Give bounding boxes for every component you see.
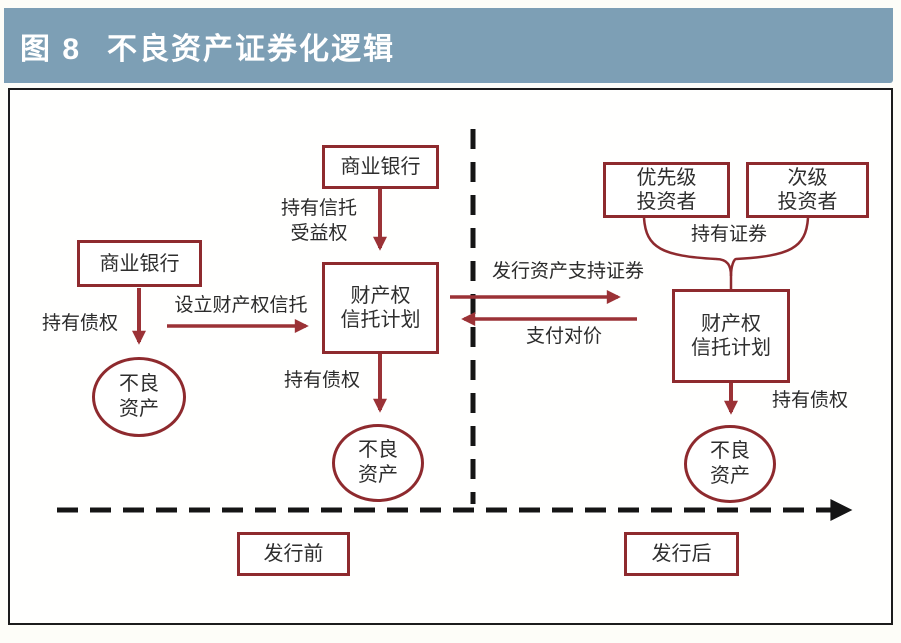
node-label: 发行后 (651, 543, 712, 565)
brace-stem-right (729, 257, 737, 277)
node-label: 财产权 (701, 313, 761, 335)
node-label: 商业银行 (340, 156, 421, 178)
brace-investors-right (735, 217, 810, 261)
figure-title-bar: 图 8 不良资产证券化逻辑 (4, 8, 893, 83)
edge-label-issue-abs: 发行资产支持证券 (491, 261, 644, 282)
edge-label-hold-claims-right: 持有债权 (771, 390, 848, 411)
edge-label-trust-benefit: 持有信托 受益权 (266, 197, 372, 246)
figure-title: 不良资产证券化逻辑 (107, 32, 396, 66)
node-label: 发行前 (263, 543, 324, 565)
node-commercial-bank-left: 商业银行 (77, 240, 202, 287)
diagram-frame: 商业银行 持有债权 不良 资产 设立财产权信托 商业银行 持有信托 受益权 财产… (8, 88, 893, 625)
node-label: 不良 (710, 440, 750, 462)
brace-investors-left (642, 217, 717, 261)
node-label: 优先级 (636, 167, 697, 189)
node-label: 资产 (358, 464, 398, 486)
node-npa-middle: 不良 资产 (332, 424, 424, 502)
node-post-issuance: 发行后 (624, 532, 739, 576)
node-npa-right: 不良 资产 (684, 425, 776, 503)
node-trust-plan-right: 财产权 信托计划 (672, 289, 790, 383)
node-label: 财产权 (350, 285, 411, 307)
node-npa-left: 不良 资产 (92, 357, 186, 437)
node-label: 资产 (119, 398, 159, 420)
edge-label-line: 受益权 (290, 222, 348, 244)
diagram-connectors (57, 129, 853, 521)
brace-stem-left (715, 257, 733, 289)
edge-label-hold-securities: 持有证券 (690, 224, 767, 245)
node-commercial-bank-middle: 商业银行 (322, 145, 439, 189)
node-label: 信托计划 (691, 337, 771, 359)
node-trust-plan-middle: 财产权 信托计划 (322, 262, 439, 354)
figure-number: 图 8 (20, 32, 82, 66)
edge-label-line: 持有信托 (280, 198, 357, 219)
node-junior-investors: 次级 投资者 (746, 162, 869, 218)
node-label: 次级 (787, 167, 828, 189)
node-label: 商业银行 (99, 252, 180, 275)
edge-label-setup-trust: 设立财产权信托 (174, 295, 308, 316)
node-label: 投资者 (636, 191, 697, 213)
node-senior-investors: 优先级 投资者 (603, 162, 730, 218)
node-label: 信托计划 (340, 309, 421, 331)
node-label: 不良 (358, 439, 398, 461)
node-label: 资产 (710, 465, 750, 487)
node-label: 投资者 (777, 191, 838, 213)
node-label: 不良 (119, 373, 159, 395)
node-pre-issuance: 发行前 (237, 532, 350, 576)
edge-label-hold-claims-middle: 持有债权 (283, 370, 360, 391)
edge-label-hold-claims-left: 持有债权 (41, 313, 118, 334)
edge-label-pay-consideration: 支付对价 (525, 326, 602, 347)
